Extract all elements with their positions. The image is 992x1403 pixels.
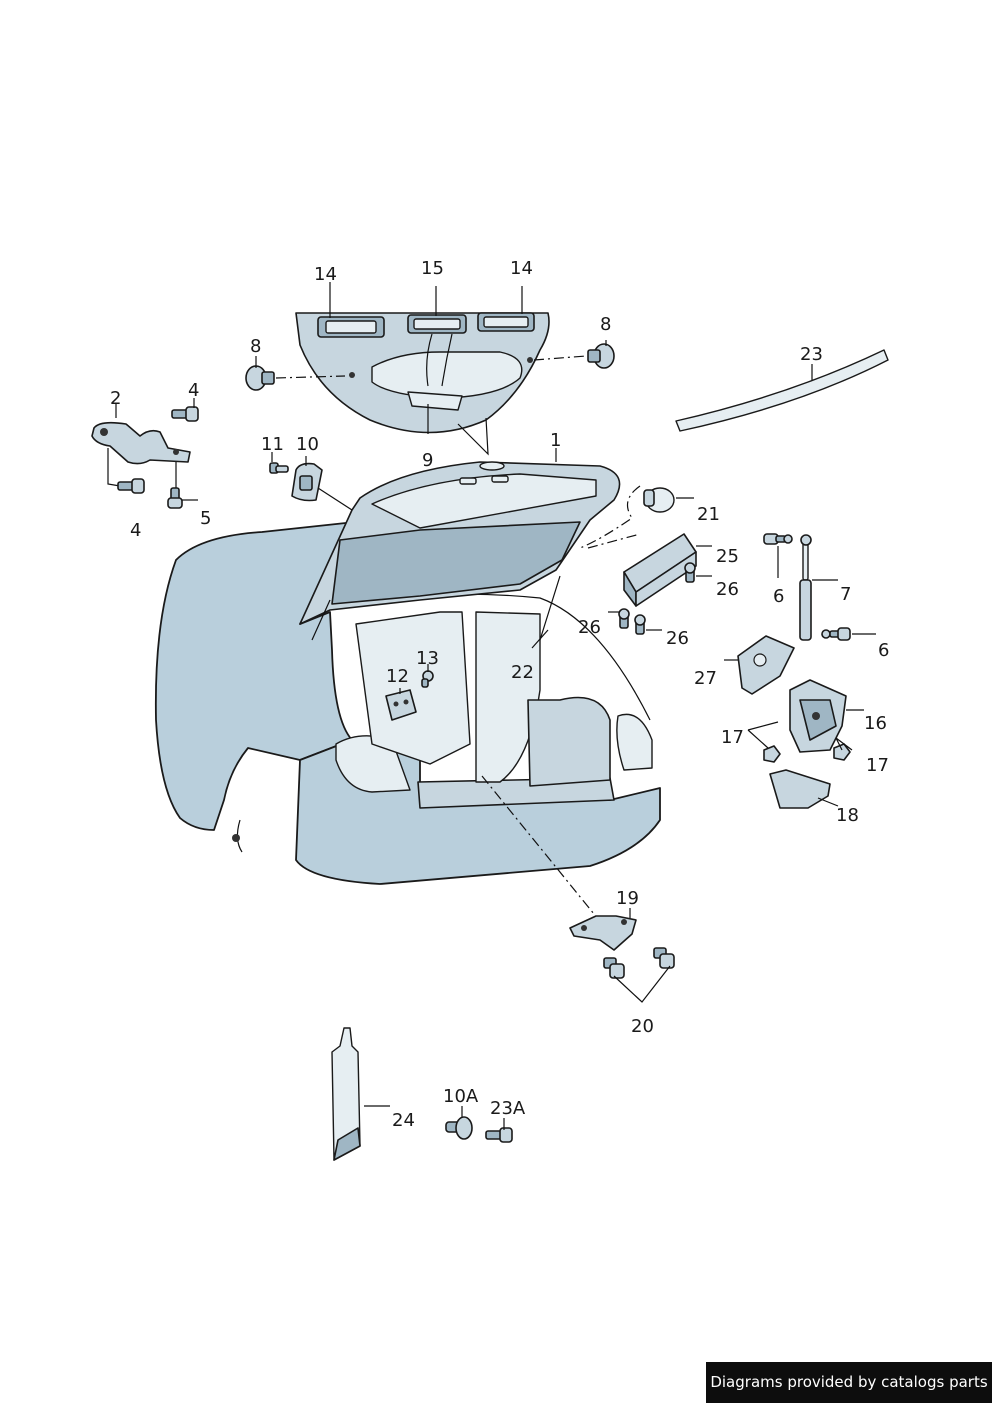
- leader-lines: [115, 282, 876, 1130]
- tailgate: [299, 461, 621, 641]
- callout-8-left: 8: [250, 336, 261, 357]
- callout-16: 16: [864, 713, 887, 734]
- striker-bolt-left: [603, 957, 625, 979]
- ball-stud-lower: [821, 627, 851, 641]
- callout-12: 12: [386, 666, 409, 687]
- fastener-10a: [445, 1116, 473, 1140]
- callout-17-right: 17: [866, 755, 889, 776]
- module-screw-a: [684, 562, 696, 583]
- ball-stud-upper: [763, 533, 793, 545]
- callout-24: 24: [392, 1110, 415, 1131]
- callout-25: 25: [716, 546, 739, 567]
- callout-5: 5: [200, 508, 211, 529]
- callout-15: 15: [421, 258, 444, 279]
- callout-19: 19: [616, 888, 639, 909]
- hinge-bolt-lower: [117, 478, 145, 494]
- callout-7: 7: [840, 584, 851, 605]
- tailgate-release-switch: [291, 462, 353, 511]
- callout-4-lower: 4: [130, 520, 141, 541]
- callout-21: 21: [697, 504, 720, 525]
- callout-4-upper: 4: [188, 380, 199, 401]
- lock-nut-left: [763, 745, 781, 763]
- callout-13: 13: [416, 648, 439, 669]
- trim-clip-left: [245, 365, 355, 391]
- sealant-tube: [331, 1027, 361, 1161]
- callout-10: 10: [296, 434, 319, 455]
- callout-18: 18: [836, 805, 859, 826]
- callout-20: 20: [631, 1016, 654, 1037]
- callout-labels: 1 2 4 4 5 6 6 7 8 8 9 10 10A 11 12 13 14…: [110, 258, 889, 1131]
- callout-26-c: 26: [666, 628, 689, 649]
- striker-bolt-right: [653, 947, 675, 969]
- callout-23: 23: [800, 344, 823, 365]
- lock-striker: [481, 775, 637, 951]
- tailgate-hinge: [91, 421, 191, 488]
- car-rear-body: [154, 521, 661, 885]
- callout-26-a: 26: [716, 579, 739, 600]
- callout-8-right: 8: [600, 314, 611, 335]
- credit-banner: Diagrams provided by catalogs parts: [706, 1362, 992, 1403]
- lock-nut-right: [833, 743, 851, 761]
- switch-screw: [269, 462, 289, 474]
- hinge-stud-bolt: [167, 487, 183, 509]
- callout-14-right: 14: [510, 258, 533, 279]
- callout-11: 11: [261, 434, 284, 455]
- callout-6-lower: 6: [878, 640, 889, 661]
- latch-cover: [385, 689, 417, 721]
- callout-27: 27: [694, 668, 717, 689]
- tailgate-trim-strip: [675, 349, 889, 432]
- callout-2: 2: [110, 388, 121, 409]
- module-screw-c: [634, 614, 646, 635]
- striker-plate: [769, 769, 831, 809]
- lock-bracket: [737, 635, 795, 695]
- tailgate-trim-detail: [295, 312, 550, 456]
- trim-clip-right: [527, 343, 615, 369]
- callout-23a: 23A: [490, 1098, 526, 1119]
- callout-9: 9: [422, 450, 433, 471]
- fastener-23a: [485, 1127, 513, 1143]
- light-bulb: [579, 485, 675, 549]
- module-screw-b: [618, 608, 630, 629]
- callout-1: 1: [550, 430, 561, 451]
- tailgate-lock: [789, 679, 847, 753]
- gas-strut: [799, 534, 812, 641]
- hinge-bolt-upper: [171, 406, 199, 422]
- callout-17-left: 17: [721, 727, 744, 748]
- callout-14-left: 14: [314, 264, 337, 285]
- callout-6-upper: 6: [773, 586, 784, 607]
- callout-10a: 10A: [443, 1086, 479, 1107]
- callout-26-b: 26: [578, 617, 601, 638]
- callout-22: 22: [511, 662, 534, 683]
- control-module: [587, 533, 697, 607]
